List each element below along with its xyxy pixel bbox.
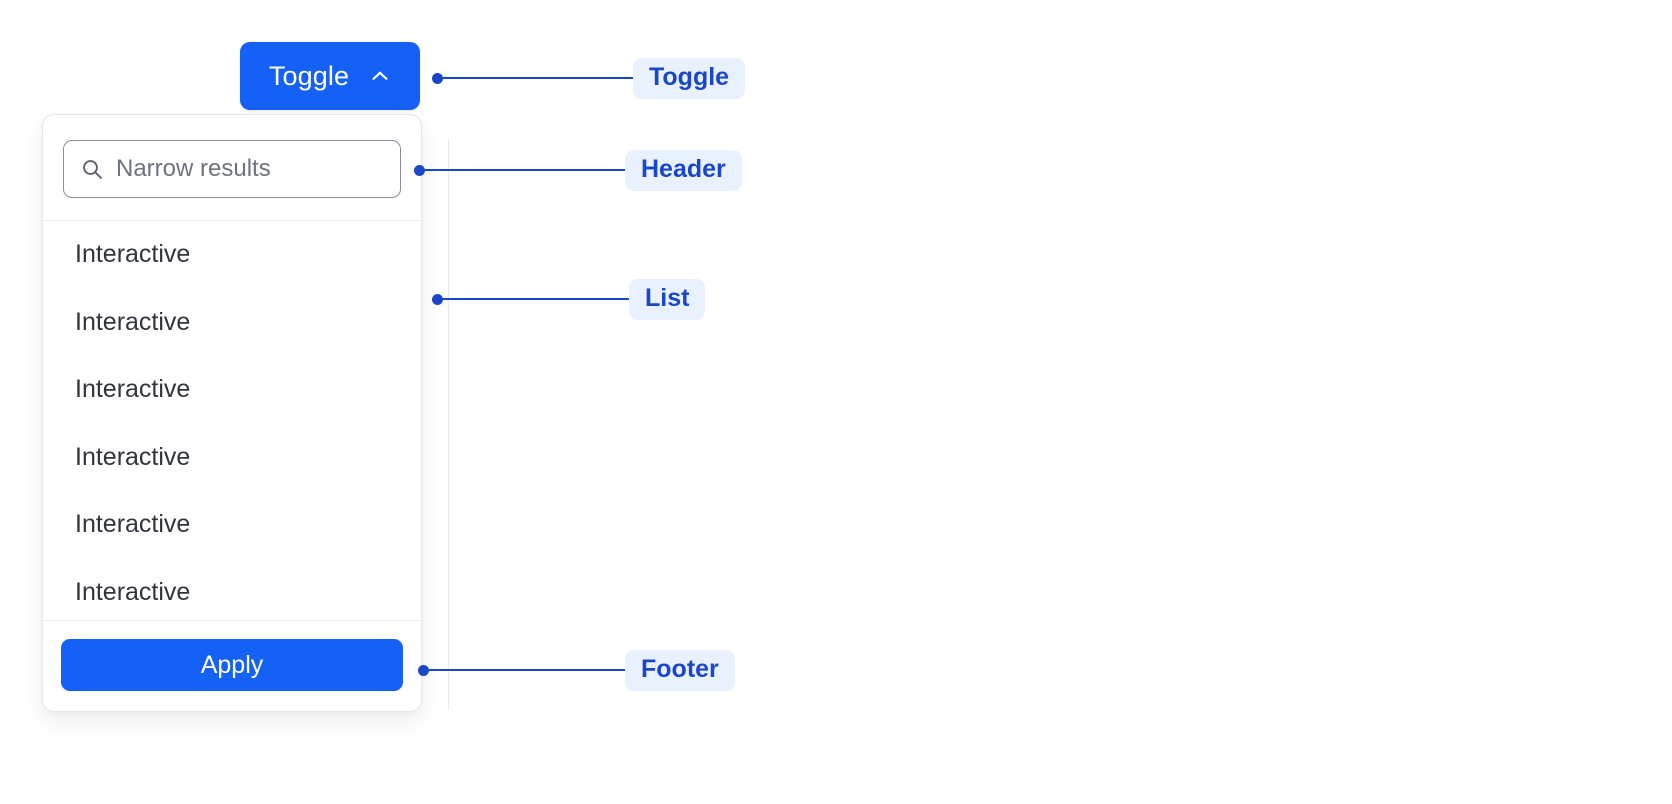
- list-item-label: Interactive: [75, 577, 191, 606]
- search-icon: [80, 157, 104, 181]
- annotation-leader-line: [425, 168, 625, 172]
- annotation-dot-icon: [432, 293, 443, 305]
- alignment-guide: [448, 140, 449, 710]
- annotation-dot-icon: [418, 664, 429, 676]
- list-item-label: Interactive: [75, 442, 191, 471]
- list-item[interactable]: Interactive: [43, 289, 421, 357]
- list-item[interactable]: Interactive: [43, 491, 421, 559]
- annotation-label: Toggle: [633, 57, 746, 99]
- list-item-label: Interactive: [75, 307, 191, 336]
- search-field-wrapper[interactable]: [63, 140, 401, 198]
- annotation-label: List: [629, 278, 706, 320]
- dropdown-header: [43, 115, 421, 221]
- toggle-button-label: Toggle: [268, 60, 350, 91]
- chevron-up-icon: [369, 65, 391, 87]
- annotation-label: Footer: [625, 649, 735, 691]
- dropdown-footer: Apply: [43, 620, 421, 711]
- annotation-dot-icon: [414, 164, 425, 176]
- list-item-label: Interactive: [75, 510, 191, 539]
- annotation-footer: Footer: [418, 649, 735, 691]
- annotation-leader-line: [443, 76, 633, 80]
- dropdown-panel: Interactive Interactive Interactive Inte…: [42, 114, 422, 712]
- list-item[interactable]: Interactive: [43, 424, 421, 492]
- annotation-header: Header: [414, 149, 742, 191]
- list-item[interactable]: Interactive: [43, 356, 421, 424]
- toggle-button[interactable]: Toggle: [240, 42, 420, 110]
- list-item-label: Interactive: [75, 240, 191, 269]
- annotation-label: Header: [625, 149, 742, 191]
- annotation-dot-icon: [432, 72, 443, 84]
- list-item[interactable]: Interactive: [43, 559, 421, 621]
- list-item[interactable]: Interactive: [43, 221, 421, 289]
- list-item-label: Interactive: [75, 375, 191, 404]
- annotation-leader-line: [443, 297, 629, 301]
- search-input[interactable]: [116, 155, 384, 183]
- annotation-toggle: Toggle: [432, 57, 746, 99]
- annotation-list: List: [432, 278, 706, 320]
- apply-button[interactable]: Apply: [61, 639, 403, 691]
- dropdown-list: Interactive Interactive Interactive Inte…: [43, 221, 421, 620]
- annotation-leader-line: [429, 668, 625, 672]
